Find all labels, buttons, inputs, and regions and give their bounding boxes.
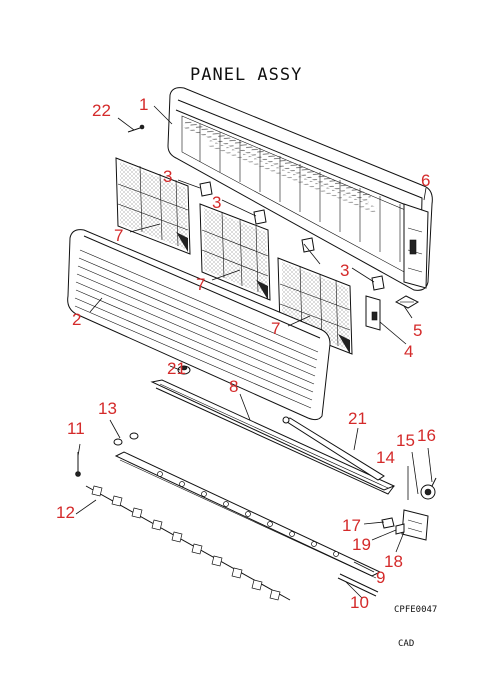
callout-5: 5 bbox=[413, 321, 422, 340]
callout-19: 19 bbox=[352, 535, 371, 554]
clip-part-3d bbox=[371, 275, 385, 291]
callout-3c: 3 bbox=[340, 261, 349, 280]
part-4-bracket bbox=[365, 295, 381, 331]
panel-frame bbox=[167, 87, 433, 291]
shaft-part-21 bbox=[282, 416, 385, 481]
callout-9: 9 bbox=[376, 568, 385, 587]
callout-8: 8 bbox=[229, 377, 238, 396]
callout-14: 14 bbox=[376, 448, 395, 467]
callout-21b: 21 bbox=[348, 409, 367, 428]
callout-22: 22 bbox=[92, 101, 111, 120]
clip-part-3b bbox=[253, 209, 267, 225]
callout-21a: 21 bbox=[167, 359, 186, 378]
callout-1: 1 bbox=[139, 95, 148, 114]
callout-2: 2 bbox=[72, 310, 81, 329]
callout-11: 11 bbox=[67, 419, 85, 438]
caps-part-13 bbox=[113, 432, 139, 446]
louver-part-8 bbox=[150, 379, 396, 495]
callout-6: 6 bbox=[421, 171, 430, 190]
screw-part-22 bbox=[127, 124, 145, 133]
callout-15: 15 bbox=[396, 431, 415, 450]
callout-13: 13 bbox=[98, 399, 117, 418]
callout-7c: 7 bbox=[271, 319, 280, 338]
callout-10: 10 bbox=[350, 593, 369, 612]
louver-part-9 bbox=[114, 451, 382, 579]
callout-4: 4 bbox=[404, 342, 413, 361]
clip-part-3a bbox=[199, 181, 213, 197]
callout-3b: 3 bbox=[212, 193, 221, 212]
linkage-row-part-12 bbox=[85, 485, 291, 601]
motor-assembly bbox=[381, 477, 437, 541]
callout-3a: 3 bbox=[163, 167, 172, 186]
part-5-arrow-piece bbox=[394, 295, 420, 309]
callout-17: 17 bbox=[342, 516, 361, 535]
callout-18: 18 bbox=[384, 552, 403, 571]
front-grille-panel bbox=[67, 229, 331, 421]
callout-7b: 7 bbox=[196, 275, 205, 294]
callout-7a: 7 bbox=[114, 226, 123, 245]
callout-12: 12 bbox=[56, 503, 75, 522]
rail-part-10 bbox=[337, 573, 379, 597]
clip-part-3c bbox=[301, 237, 315, 253]
callout-16: 16 bbox=[417, 426, 436, 445]
cad-label: CAD bbox=[398, 639, 414, 649]
drawing-code: CPFE0047 bbox=[394, 605, 437, 615]
air-filter-2 bbox=[199, 203, 271, 301]
diagram-title: PANEL ASSY bbox=[190, 65, 302, 85]
air-filter-1 bbox=[115, 157, 191, 255]
leader-lines bbox=[75, 105, 433, 599]
knob-part-21 bbox=[177, 365, 191, 375]
